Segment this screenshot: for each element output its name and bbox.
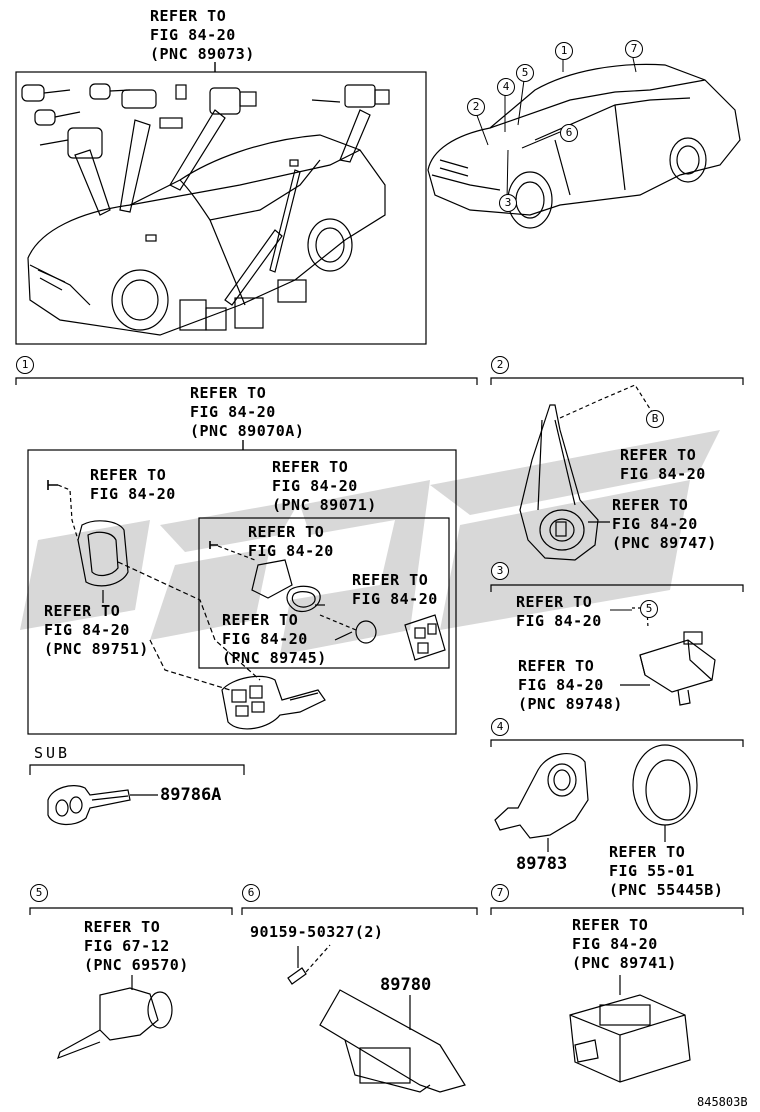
sub-part-number: 89786A [160,785,222,805]
sub-key-drawing [47,785,158,825]
section4-parts [494,744,698,852]
section-number-1: 1 [16,356,34,374]
s4-part-number: 89783 [516,854,568,874]
section-number-5: 5 [30,884,48,902]
car-callout-5: 5 [516,64,534,82]
car-callout-2: 2 [467,98,485,116]
section-number-3: 3 [491,562,509,580]
section-number-7: 7 [491,884,509,902]
inset-parts [21,83,390,331]
diagram-code: 845803B [697,1095,748,1109]
section-number-2: 2 [491,356,509,374]
s3-marker-5: 5 [640,600,658,618]
section1-parts [47,480,446,730]
car-callout-4: 4 [497,78,515,96]
car-callout-1: 1 [555,42,573,60]
s6-bolt-part-number: 90159-50327(2) [250,923,384,941]
car-callout-6: 6 [560,124,578,142]
section5-parts [57,975,173,1060]
car-callout-3: 3 [499,194,517,212]
watermark [20,430,720,655]
inset-car [27,134,386,336]
s2-marker-b: B [646,410,664,428]
section-number-6: 6 [242,884,260,902]
section7-parts [569,975,691,1083]
section2-parts [519,384,653,561]
section6-parts [287,944,466,1093]
s6-part-number: 89780 [380,975,432,995]
main-car [427,63,741,229]
car-callout-7: 7 [625,40,643,58]
section-number-4: 4 [491,718,509,736]
section-brackets [15,377,744,915]
section3-parts [620,607,716,706]
sub-label: SUB [34,744,71,762]
